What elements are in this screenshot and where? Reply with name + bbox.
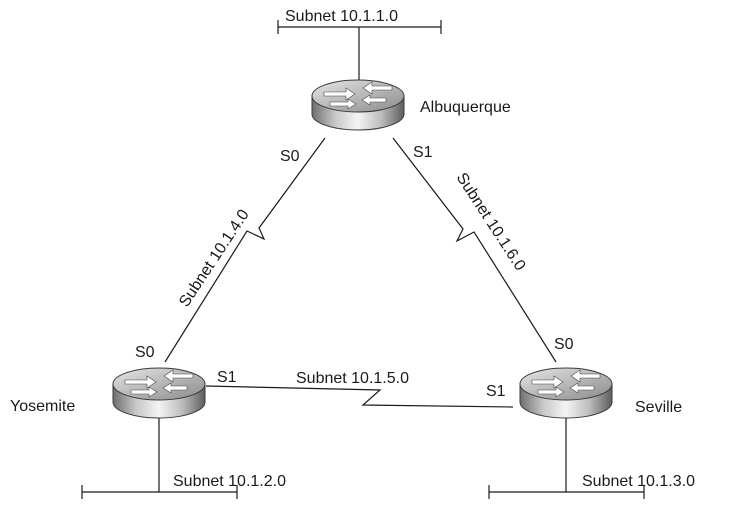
interface-label-seville-s0: S0 bbox=[554, 336, 574, 353]
interface-label-seville-s1: S1 bbox=[486, 383, 506, 400]
router-label-yosemite: Yosemite bbox=[10, 398, 75, 415]
interface-label-albuquerque-s1: S1 bbox=[413, 144, 433, 161]
wan-subnet-label-albuquerque-yosemite: Subnet 10.1.4.0 bbox=[176, 207, 253, 311]
wan-link-albuquerque-yosemite: Subnet 10.1.4.0 bbox=[164, 137, 326, 363]
wan-link-albuquerque-seville: Subnet 10.1.6.0 bbox=[392, 137, 557, 363]
router-yosemite[interactable] bbox=[112, 367, 206, 419]
lan-subnet-label-yosemite: Subnet 10.1.2.0 bbox=[173, 473, 286, 490]
interface-label-yosemite-s0: S0 bbox=[135, 344, 155, 361]
router-label-albuquerque: Albuquerque bbox=[420, 99, 511, 116]
lan-subnet-label-seville: Subnet 10.1.3.0 bbox=[582, 473, 695, 490]
wan-link-yosemite-seville: Subnet 10.1.5.0 bbox=[205, 370, 514, 408]
lan-subnet-label-albuquerque: Subnet 10.1.1.0 bbox=[285, 8, 398, 25]
interface-label-albuquerque-s0: S0 bbox=[280, 148, 300, 165]
router-seville[interactable] bbox=[519, 367, 613, 419]
lan-albuquerque: Subnet 10.1.1.0 bbox=[277, 8, 442, 83]
interface-label-yosemite-s1: S1 bbox=[217, 369, 237, 386]
wan-subnet-label-yosemite-seville: Subnet 10.1.5.0 bbox=[296, 370, 409, 387]
router-label-seville: Seville bbox=[635, 399, 682, 416]
router-albuquerque[interactable] bbox=[311, 79, 405, 131]
lan-seville: Subnet 10.1.3.0 bbox=[488, 418, 695, 499]
lan-yosemite: Subnet 10.1.2.0 bbox=[81, 418, 286, 499]
